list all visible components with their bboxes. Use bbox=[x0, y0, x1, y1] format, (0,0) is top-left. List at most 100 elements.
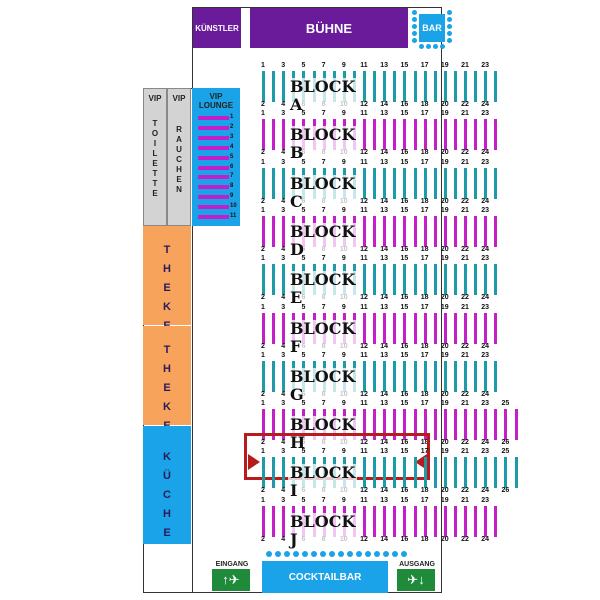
entrance-sign[interactable]: ↑✈ bbox=[212, 569, 250, 591]
seat-row[interactable] bbox=[272, 71, 276, 102]
seat-row[interactable] bbox=[423, 457, 427, 489]
seat-row[interactable] bbox=[443, 215, 447, 247]
cocktailbar-seat[interactable] bbox=[365, 551, 371, 557]
seat-row[interactable] bbox=[494, 312, 498, 344]
cocktailbar-seat[interactable] bbox=[311, 551, 317, 557]
seat-row[interactable] bbox=[413, 71, 417, 102]
seat-row[interactable] bbox=[383, 360, 387, 392]
lounge-row[interactable] bbox=[198, 135, 229, 140]
bar-seat[interactable] bbox=[426, 44, 431, 49]
seat-row[interactable] bbox=[474, 71, 478, 102]
seat-row[interactable] bbox=[262, 457, 265, 489]
seat-row[interactable] bbox=[433, 312, 437, 344]
seat-row[interactable] bbox=[282, 215, 286, 247]
seat-row[interactable] bbox=[423, 264, 427, 296]
bar-seat[interactable] bbox=[433, 44, 438, 49]
seat-row[interactable] bbox=[272, 215, 276, 247]
seat-row[interactable] bbox=[282, 71, 286, 102]
bar-seat[interactable] bbox=[412, 17, 417, 22]
seat-row[interactable] bbox=[373, 167, 377, 199]
seat-row[interactable] bbox=[363, 167, 366, 199]
seat-row[interactable] bbox=[393, 167, 397, 199]
stage[interactable]: BÜHNE bbox=[250, 8, 408, 48]
seat-row[interactable] bbox=[282, 119, 286, 151]
seat-row[interactable] bbox=[373, 119, 377, 151]
seat-row[interactable] bbox=[363, 409, 366, 441]
seat-row[interactable] bbox=[373, 505, 377, 537]
seat-row[interactable] bbox=[282, 360, 286, 392]
seat-row[interactable] bbox=[494, 505, 498, 537]
seat-row[interactable] bbox=[393, 312, 397, 344]
counter-2[interactable]: THEKE bbox=[143, 326, 191, 432]
seat-row[interactable] bbox=[494, 264, 498, 296]
seat-row[interactable] bbox=[262, 264, 265, 296]
seat-row[interactable] bbox=[474, 167, 478, 199]
seat-row[interactable] bbox=[494, 71, 498, 102]
bar-seat[interactable] bbox=[412, 24, 417, 29]
seat-row[interactable] bbox=[484, 360, 488, 392]
seat-row[interactable] bbox=[464, 167, 467, 199]
seat-row[interactable] bbox=[514, 409, 518, 441]
seat-row[interactable] bbox=[474, 264, 478, 296]
seat-row[interactable] bbox=[413, 505, 417, 537]
cocktailbar-seat[interactable] bbox=[275, 551, 281, 557]
seat-row[interactable] bbox=[383, 312, 387, 344]
seat-row[interactable] bbox=[272, 167, 276, 199]
seat-row[interactable] bbox=[443, 409, 447, 441]
seat-row[interactable] bbox=[443, 360, 447, 392]
seat-row[interactable] bbox=[484, 215, 488, 247]
seat-row[interactable] bbox=[363, 119, 366, 151]
seat-row[interactable] bbox=[393, 409, 397, 441]
seat-row[interactable] bbox=[282, 409, 286, 441]
cocktailbar-seat[interactable] bbox=[266, 551, 272, 557]
seat-row[interactable] bbox=[484, 409, 488, 441]
seat-row[interactable] bbox=[494, 119, 498, 151]
seat-row[interactable] bbox=[262, 505, 265, 537]
cocktailbar-seat[interactable] bbox=[302, 551, 308, 557]
seat-row[interactable] bbox=[383, 215, 387, 247]
seat-row[interactable] bbox=[363, 457, 366, 489]
seat-row[interactable] bbox=[383, 119, 387, 151]
seat-row[interactable] bbox=[494, 215, 498, 247]
seat-row[interactable] bbox=[413, 264, 417, 296]
seat-row[interactable] bbox=[282, 505, 286, 537]
seat-row[interactable] bbox=[453, 167, 457, 199]
bar-seat[interactable] bbox=[447, 24, 452, 29]
exit-sign[interactable]: ✈↓ bbox=[397, 569, 435, 591]
bar-seat[interactable] bbox=[412, 31, 417, 36]
seat-row[interactable] bbox=[373, 312, 377, 344]
seat-row[interactable] bbox=[453, 264, 457, 296]
bar-seat[interactable] bbox=[412, 38, 417, 43]
seat-row[interactable] bbox=[433, 119, 437, 151]
seat-row[interactable] bbox=[413, 360, 417, 392]
seat-row[interactable] bbox=[443, 312, 447, 344]
seat-row[interactable] bbox=[453, 312, 457, 344]
seat-row[interactable] bbox=[464, 215, 467, 247]
lounge-row[interactable] bbox=[198, 175, 229, 180]
seat-row[interactable] bbox=[464, 119, 467, 151]
seat-row[interactable] bbox=[262, 71, 265, 102]
cocktailbar-seat[interactable] bbox=[320, 551, 326, 557]
seat-row[interactable] bbox=[494, 409, 498, 441]
seat-row[interactable] bbox=[464, 264, 467, 296]
bar-seat[interactable] bbox=[419, 44, 424, 49]
seat-row[interactable] bbox=[282, 264, 286, 296]
bar-seat[interactable] bbox=[440, 44, 445, 49]
seat-row[interactable] bbox=[484, 119, 488, 151]
seat-row[interactable] bbox=[373, 215, 377, 247]
cocktailbar-seat[interactable] bbox=[356, 551, 362, 557]
seat-row[interactable] bbox=[494, 457, 498, 489]
seat-row[interactable] bbox=[423, 71, 427, 102]
seat-row[interactable] bbox=[262, 360, 265, 392]
seat-row[interactable] bbox=[272, 360, 276, 392]
cocktailbar[interactable]: COCKTAILBAR bbox=[262, 561, 388, 593]
cocktailbar-seat[interactable] bbox=[293, 551, 299, 557]
bar-seat[interactable] bbox=[447, 10, 452, 15]
seat-row[interactable] bbox=[443, 71, 447, 102]
seat-row[interactable] bbox=[433, 457, 437, 489]
seat-row[interactable] bbox=[484, 264, 488, 296]
cocktailbar-seat[interactable] bbox=[347, 551, 353, 557]
seat-row[interactable] bbox=[433, 71, 437, 102]
seat-row[interactable] bbox=[453, 71, 457, 102]
